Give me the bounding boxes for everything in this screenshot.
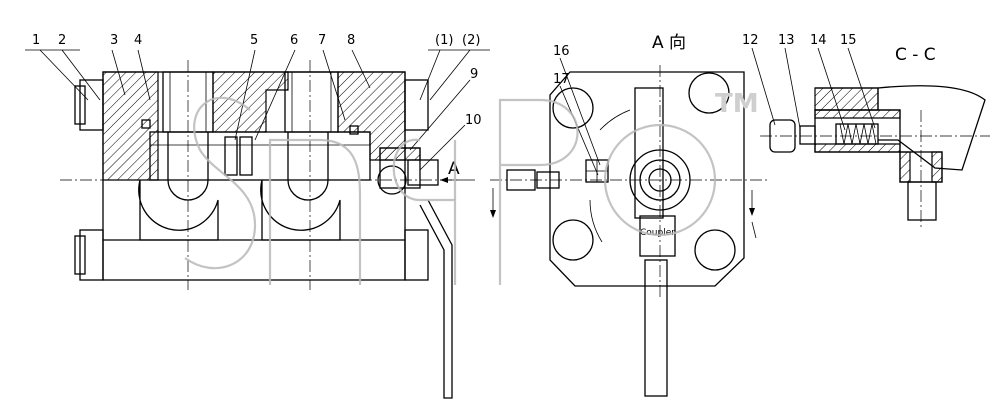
part-number-label: 8 [347,33,355,48]
section-c-c: C - C [760,45,990,230]
part-number-label: 6 [290,33,298,48]
section-view: A [60,60,496,399]
part-number-label: (1) [435,33,453,48]
watermark-tm: TM [715,89,759,119]
part-number-label: 10 [465,113,482,128]
coupler-label: Coupler [640,228,675,238]
view-a: Coupler A 向 [490,33,770,397]
part-number-label: 9 [470,67,478,82]
part-number-label: 2 [58,33,66,48]
part-number-label: 3 [110,33,118,48]
part-number-label: 12 [742,33,759,48]
part-number-label: 17 [553,72,570,87]
section-c-c-title: C - C [895,45,936,65]
part-number-label: 1 [32,33,40,48]
part-number-label: 7 [318,33,326,48]
part-number-label: 13 [778,33,795,48]
part-number-label: (2) [462,33,480,48]
view-a-title: A 向 [652,33,686,53]
part-number-label: 4 [134,33,142,48]
watermark-logo: TM [184,89,759,285]
part-number-label: 16 [553,44,570,59]
leaders: 1 2 3 4 5 6 7 8 (1) (2) 9 10 16 17 12 13… [25,33,876,176]
part-number-label: 15 [840,33,857,48]
part-number-label: 14 [810,33,827,48]
part-number-label: 5 [250,33,258,48]
